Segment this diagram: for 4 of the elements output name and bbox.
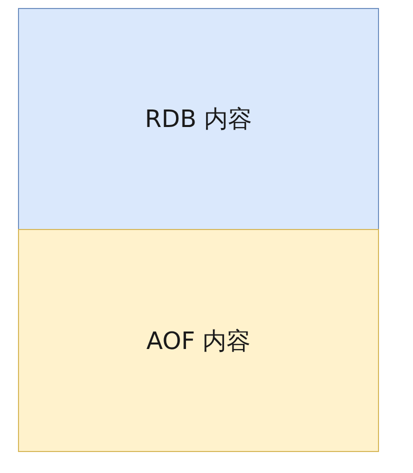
- storage-section: [18, 8, 379, 230]
- section-label: AOF 内容: [146, 326, 251, 356]
- section-label: RDB 内容: [144, 104, 252, 135]
- storage-section: [18, 229, 379, 452]
